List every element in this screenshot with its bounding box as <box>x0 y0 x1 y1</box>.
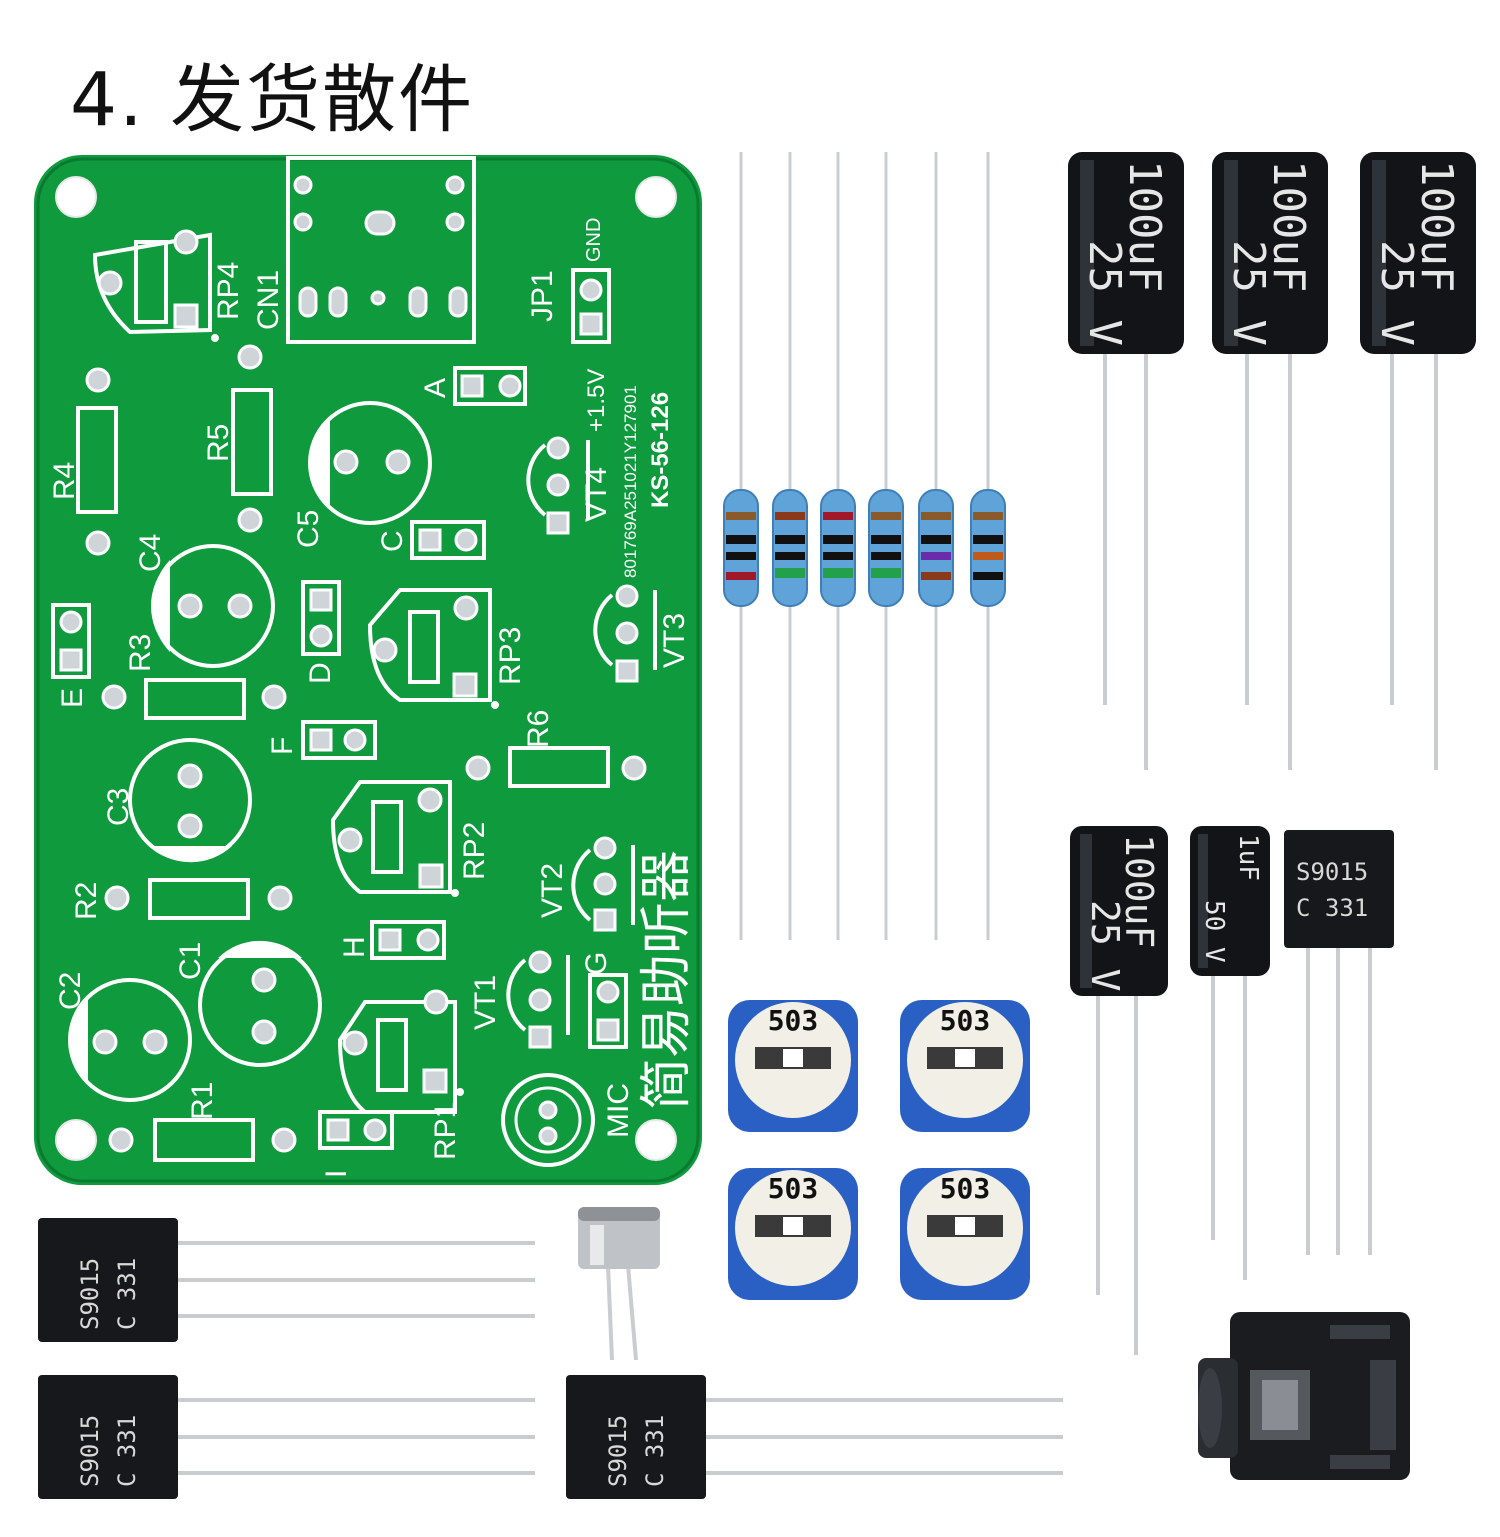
trimpot-code: 503 <box>940 1172 991 1205</box>
transistor-code: C 331 <box>1296 894 1368 922</box>
cap1-voltage: 25 V <box>1079 240 1130 346</box>
silk-model: KS-56-126 <box>647 392 674 508</box>
silk-h: H <box>338 936 371 958</box>
transistors: S9015 C 331 S9015 C 331 S9015 C 331 S901… <box>38 830 1394 1499</box>
transistor-code: S9015 <box>76 1258 104 1330</box>
silk-c2: C2 <box>54 972 87 1010</box>
cap2-value: 100uF <box>1263 160 1314 292</box>
silk-rp4: RP4 <box>212 262 245 320</box>
silk-jp1: JP1 <box>526 270 559 322</box>
silk-vt2: VT2 <box>536 863 569 918</box>
trimmer-potentiometers: 503 503 503 503 <box>728 1000 1030 1300</box>
silk-a: A <box>419 378 452 398</box>
page-title: 4. 发货散件 <box>70 57 475 143</box>
transistor-code: S9015 <box>76 1415 104 1487</box>
silk-product-name: 简易助听器 <box>637 850 697 1110</box>
cap5-voltage: 50 V <box>1199 900 1229 963</box>
silk-vt4: VT4 <box>580 467 613 522</box>
silk-serial: 801769A251021Y127901 <box>621 385 640 578</box>
trimpot-code: 503 <box>940 1004 991 1037</box>
silk-r1: R1 <box>186 1082 219 1120</box>
silk-vt1: VT1 <box>469 975 502 1030</box>
silk-f: F <box>266 737 299 755</box>
silk-c1: C1 <box>174 942 207 980</box>
silk-i: I <box>320 1170 353 1178</box>
cap1-value: 100uF <box>1119 160 1170 292</box>
silk-c3: C3 <box>102 788 135 826</box>
electrolytic-capacitors: 100uF 25 V 100uF 25 V 100uF 25 V 100uF 2… <box>1068 152 1476 1355</box>
cap3-voltage: 25 V <box>1371 240 1422 346</box>
silk-r6: R6 <box>522 710 555 748</box>
audio-jack <box>1198 1312 1410 1480</box>
silk-r2: R2 <box>70 882 103 920</box>
silk-c4: C4 <box>134 534 167 572</box>
cap3-value: 100uF <box>1411 160 1462 292</box>
silk-g: G <box>580 952 613 975</box>
trimpot-code: 503 <box>768 1004 819 1037</box>
silk-rp2: RP2 <box>458 822 491 880</box>
silk-c5: C5 <box>292 510 325 548</box>
trimpot-code: 503 <box>768 1172 819 1205</box>
transistor-code: S9015 <box>604 1415 632 1487</box>
silk-mic: MIC <box>602 1083 635 1138</box>
silk-e: E <box>56 688 89 708</box>
silk-supply: +1.5V <box>583 369 610 432</box>
silk-rp1: RP1 <box>429 1102 462 1160</box>
electret-microphone <box>578 1207 660 1361</box>
cap2-voltage: 25 V <box>1223 240 1274 346</box>
silk-c: C <box>376 530 409 552</box>
silk-cn1: CN1 <box>252 270 285 330</box>
transistor-code: C 331 <box>113 1258 141 1330</box>
silk-d: D <box>304 662 337 684</box>
pcb-board: RP4 CN1 JP1 GND R4 R5 C5 C4 A VT4 C R3 E… <box>34 155 702 1185</box>
silk-vt3: VT3 <box>658 613 691 668</box>
transistor-code: C 331 <box>113 1415 141 1487</box>
transistor-code: S9015 <box>1296 858 1368 886</box>
silk-r5: R5 <box>202 424 235 462</box>
silk-r3: R3 <box>124 634 157 672</box>
cap4-voltage: 25 V <box>1083 900 1127 992</box>
cap5-value: 1uF <box>1233 834 1263 881</box>
silk-rp3: RP3 <box>494 627 527 685</box>
transistor-code: C 331 <box>641 1415 669 1487</box>
resistors <box>723 152 1006 940</box>
silk-gnd: GND <box>583 218 605 262</box>
cap4-value: 100uF <box>1117 834 1161 948</box>
silk-r4: R4 <box>48 462 81 500</box>
